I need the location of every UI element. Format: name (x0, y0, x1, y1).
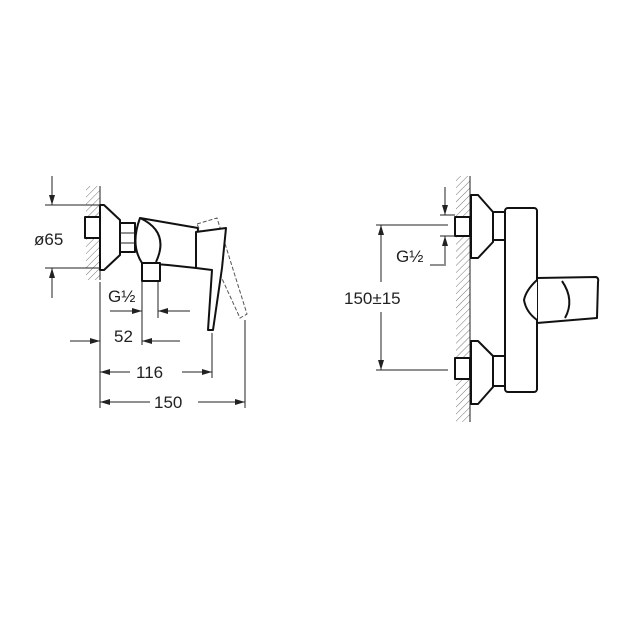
dim-inlet-spacing: 150±15 (344, 289, 401, 308)
handle-open-position (196, 217, 248, 319)
wall-hatch (456, 176, 470, 422)
lower-threads (492, 355, 506, 387)
upper-threads (492, 211, 506, 241)
front-view: G½ 150±15 (344, 176, 600, 422)
dim-handle-open-depth: 150 (154, 393, 182, 412)
flange (99, 204, 121, 271)
dim-flange-diameter: ø65 (34, 230, 63, 249)
dim-inlet-thread: G½ (396, 247, 423, 266)
outlet-nut (141, 262, 161, 282)
spout-joint (523, 279, 538, 321)
lever-handle (195, 227, 227, 331)
upper-inlet-stub (454, 216, 471, 237)
inlet-stub (84, 216, 101, 239)
lower-flange (470, 340, 494, 405)
dim-handle-depth: 116 (136, 363, 163, 382)
dim-outlet-offset: 52 (114, 327, 133, 346)
lower-inlet-stub (454, 357, 471, 380)
body-dome (139, 217, 162, 263)
dim-outlet-thread: G½ (108, 287, 135, 306)
upper-flange (470, 194, 494, 259)
side-view: ø65 G½ 52 116 150 (34, 176, 248, 412)
nut-threads (119, 222, 136, 253)
spout-ring (561, 280, 571, 319)
